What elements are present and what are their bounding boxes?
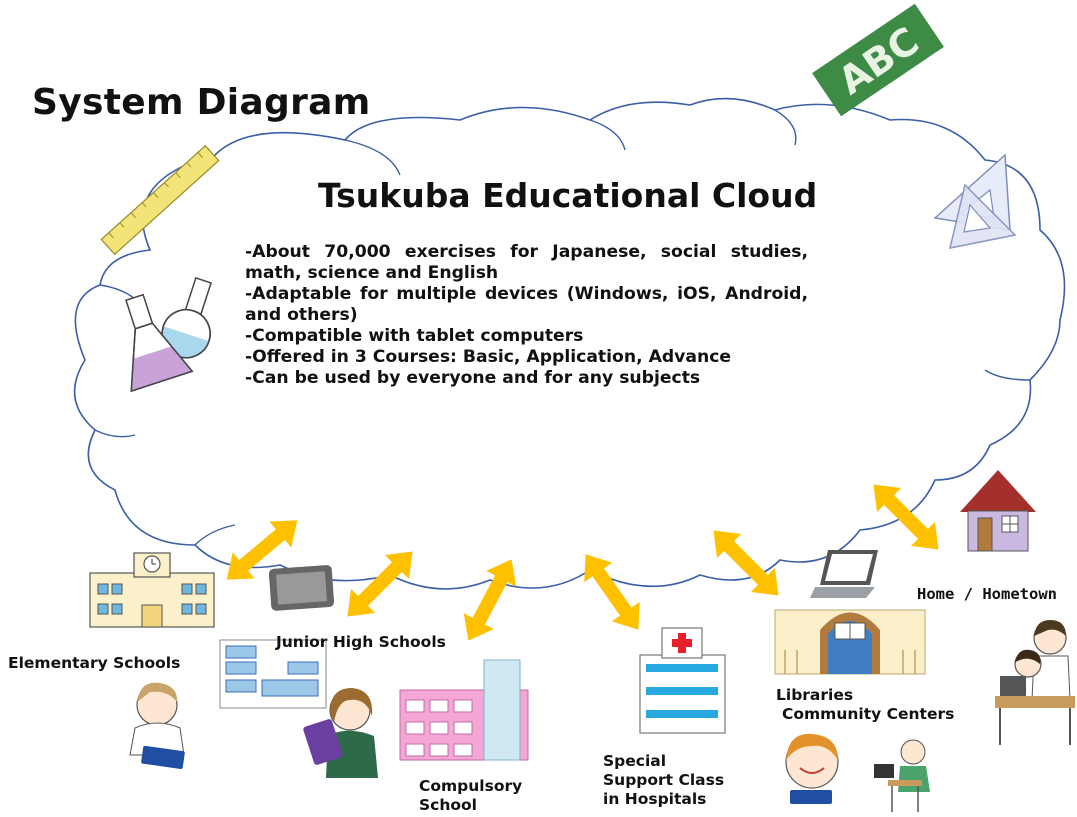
child-with-tablet-icon	[129, 682, 185, 769]
compulsory-school-label: Compulsory School	[419, 777, 523, 814]
feature-item: Compatible with tablet computers	[245, 326, 808, 347]
junior-high-schools-label: Junior High Schools	[276, 633, 446, 651]
chalkboard-icon: ABC	[812, 3, 944, 117]
student-at-desk-icon	[874, 739, 930, 812]
page-title: System Diagram	[32, 82, 371, 123]
house-icon	[960, 470, 1036, 552]
girl-smiling-icon	[785, 733, 839, 804]
feature-item: Can be used by everyone and for any subj…	[245, 368, 808, 389]
parent-and-child-icon	[995, 620, 1075, 745]
hospital-icon	[639, 627, 726, 734]
tablet-icon	[268, 565, 335, 611]
hospital-class-label: Special Support Class in Hospitals	[603, 752, 725, 808]
feature-item: About 70,000 exercises for Japanese, soc…	[245, 242, 808, 284]
junior-high-school-icon	[219, 639, 327, 709]
cloud-title: Tsukuba Educational Cloud	[318, 176, 818, 215]
feature-item: Offered in 3 Courses: Basic, Application…	[245, 347, 808, 368]
girl-with-tablet-icon	[303, 688, 378, 778]
libraries-label: Libraries Community Centers	[776, 686, 955, 723]
compulsory-school-icon	[399, 659, 529, 761]
set-square-icon	[933, 153, 1017, 249]
laptop-icon	[810, 550, 878, 598]
elementary-school-icon	[89, 552, 215, 628]
library-icon	[774, 609, 926, 675]
feature-item: Adaptable for multiple devices (Windows,…	[245, 284, 808, 326]
feature-list: About 70,000 exercises for Japanese, soc…	[245, 242, 808, 389]
ruler-icon	[100, 144, 220, 256]
flask-icon	[125, 277, 213, 393]
home-hometown-label: Home / Hometown	[917, 585, 1057, 603]
elementary-schools-label: Elementary Schools	[8, 654, 181, 672]
